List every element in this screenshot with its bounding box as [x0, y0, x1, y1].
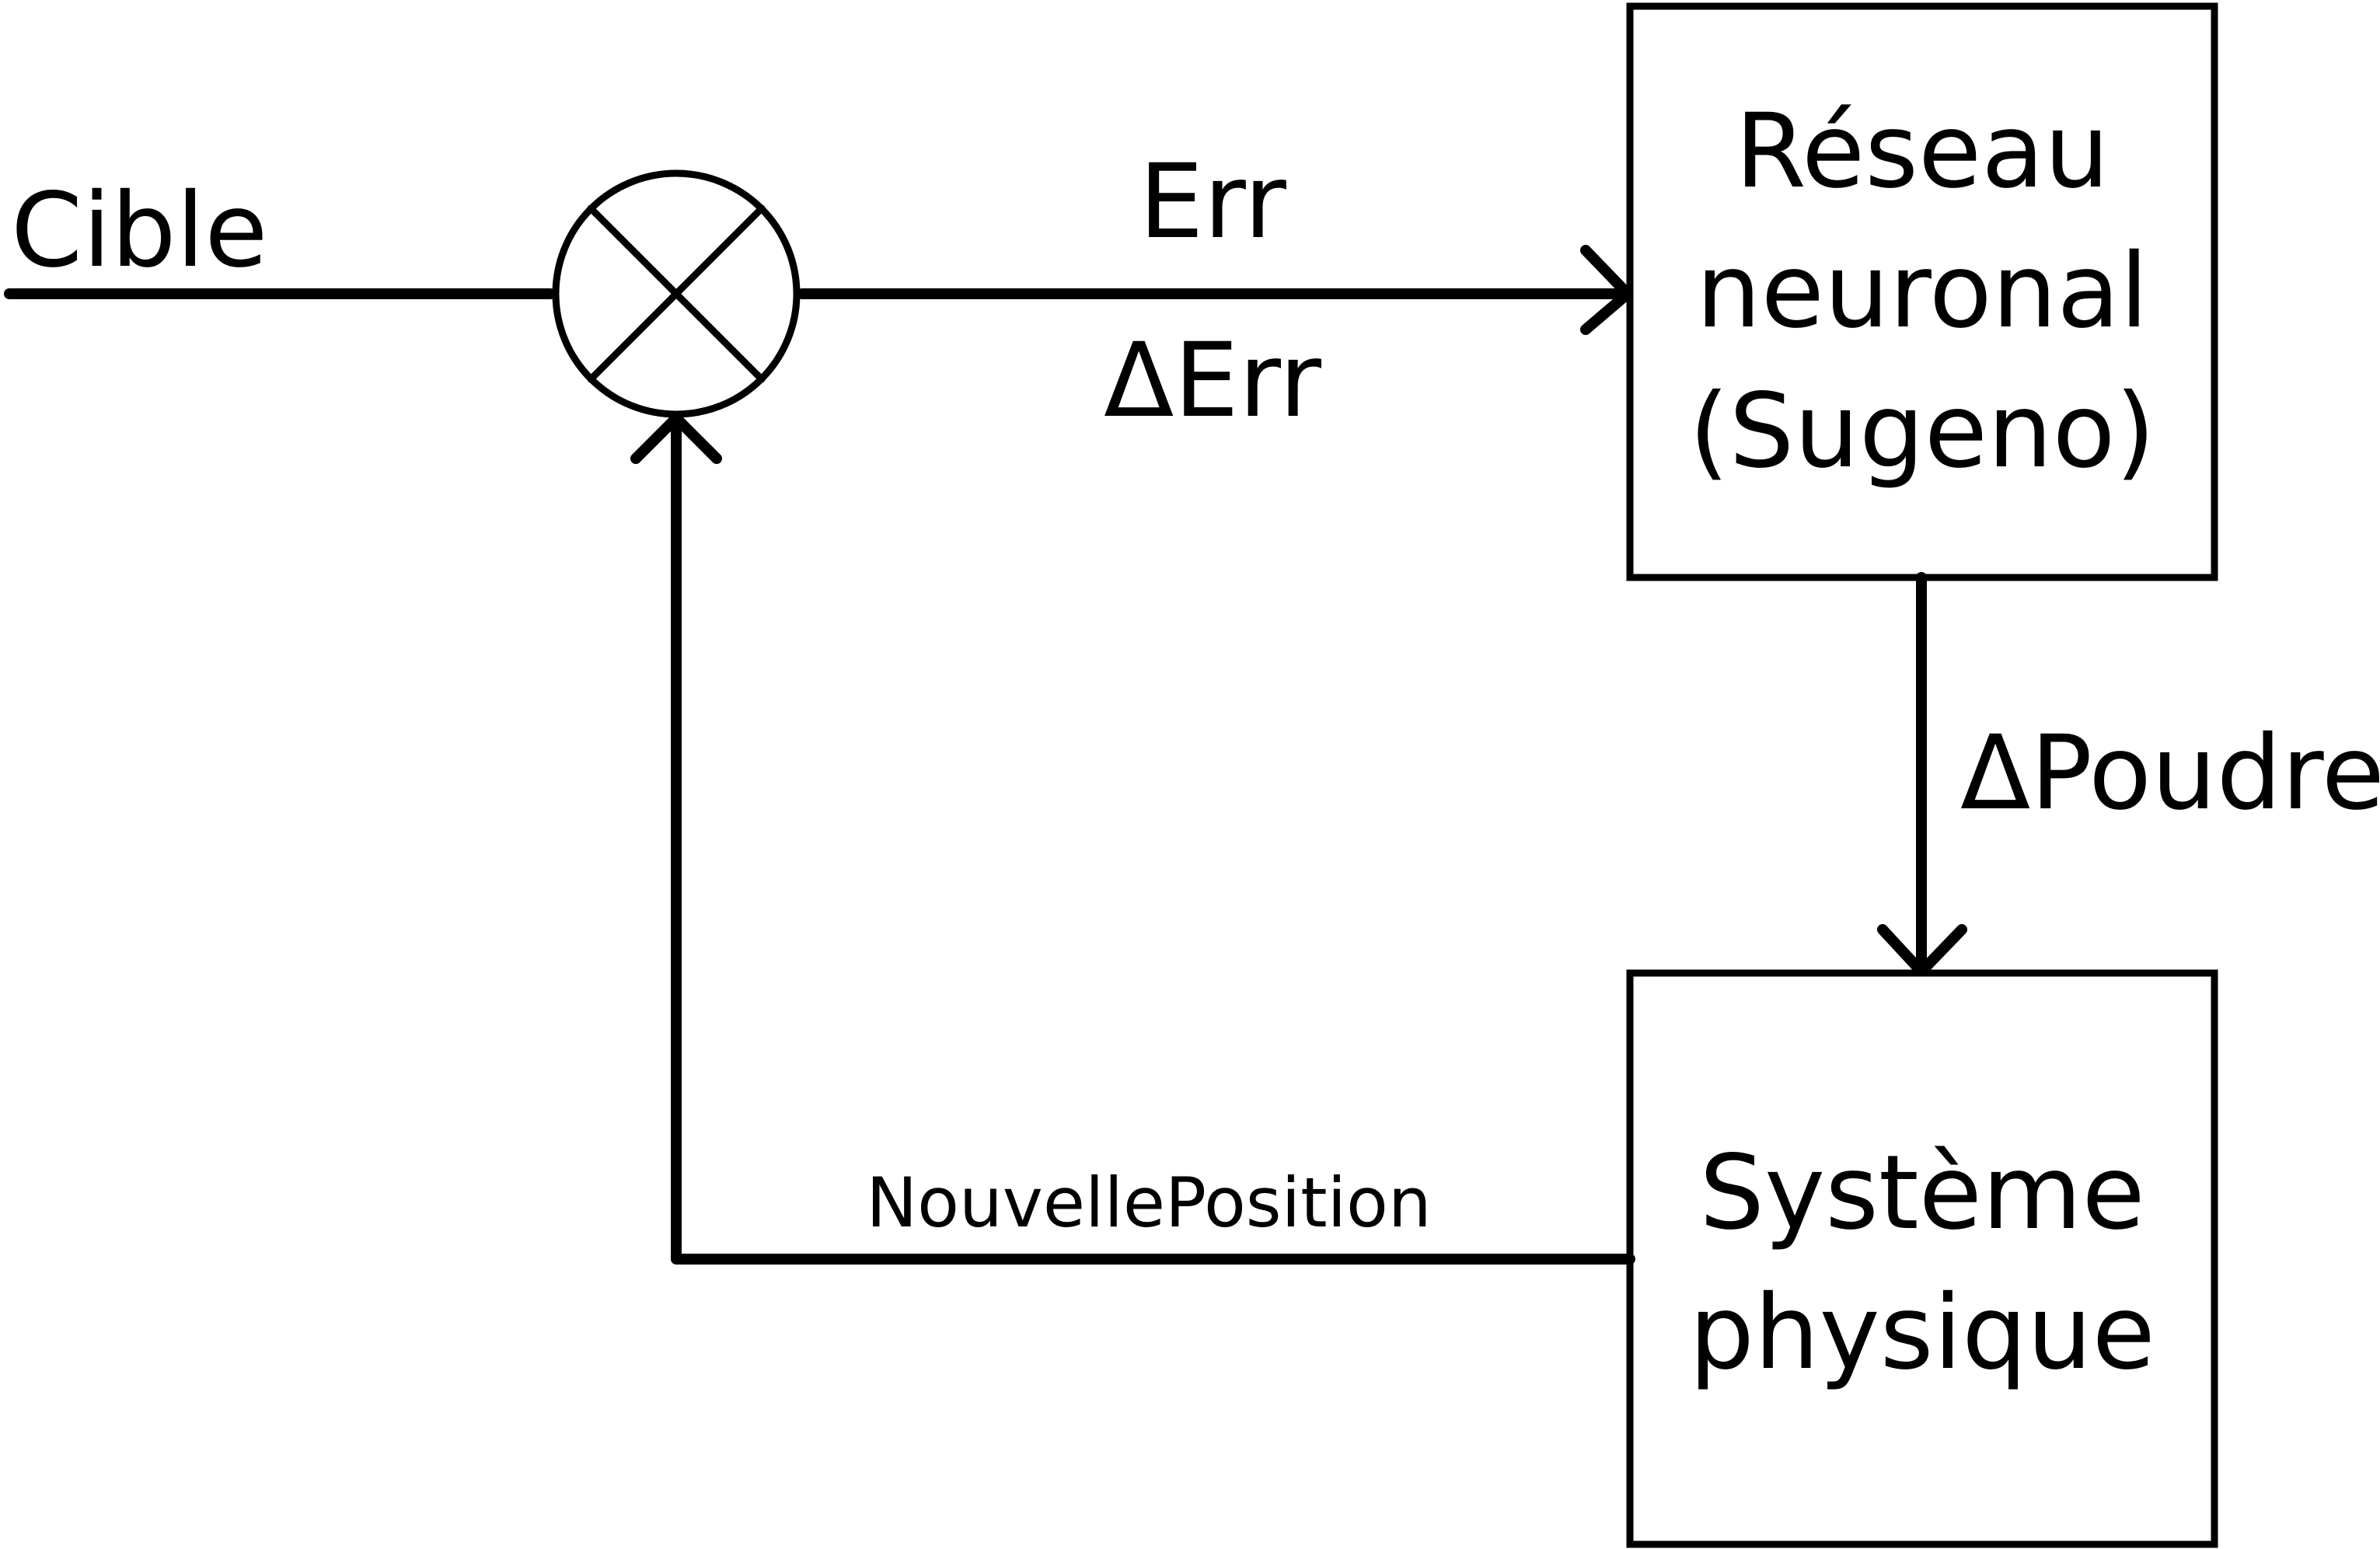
controller-title-line-3: (Sugeno): [1689, 372, 2155, 491]
plant-title-line-1: Système: [1699, 1133, 2144, 1253]
plant-title-line-2: physique: [1689, 1273, 2155, 1393]
feedback-line: [671, 413, 1635, 1265]
input-label: Cible: [11, 171, 268, 291]
control-label: ΔPoudre: [1960, 713, 2380, 833]
feedback-label: NouvellePosition: [866, 1163, 1431, 1243]
comparator-cross-b: [587, 204, 766, 383]
error-label: Err: [1139, 142, 1286, 262]
error-delta-label: ΔErr: [1104, 321, 1322, 441]
plant-block: [1626, 969, 2218, 1548]
feedback-arrowhead: [630, 413, 722, 464]
controller-title-line-2: neuronal: [1696, 232, 2148, 351]
controller-title-line-1: Réseau: [1735, 92, 2110, 211]
comparator: [552, 169, 801, 418]
controller-block: [1626, 2, 2218, 581]
